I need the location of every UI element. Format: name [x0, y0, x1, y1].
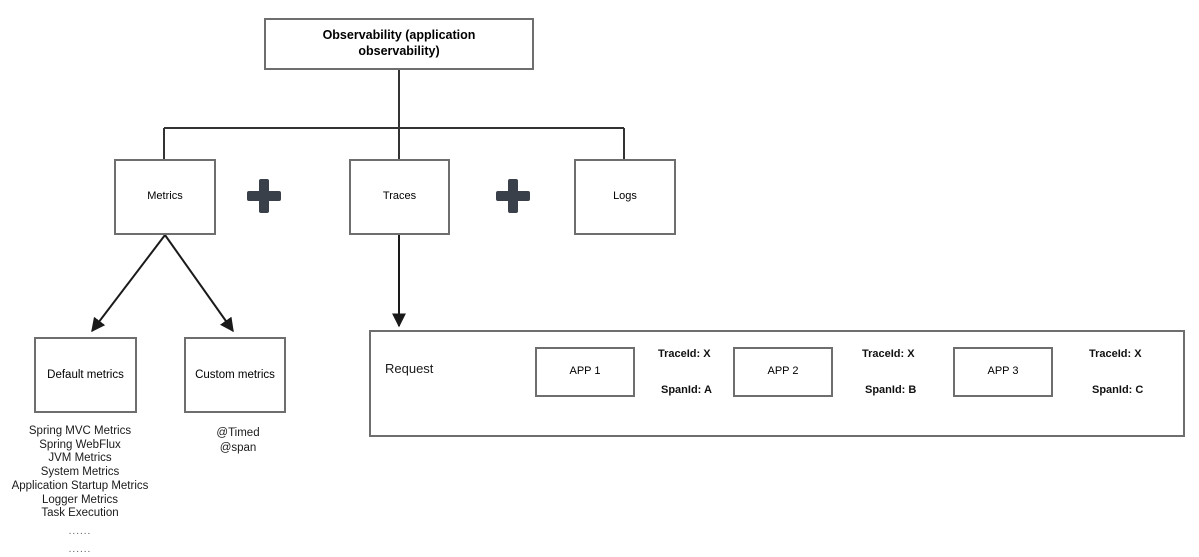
node-default-metrics-label: Default metrics [47, 368, 124, 381]
node-metrics-label: Metrics [147, 190, 183, 203]
node-observability-root-label: Observability (application observability… [322, 28, 476, 58]
hop-3-trace-id: TraceId: X [1089, 348, 1142, 360]
list-item: Application Startup Metrics [11, 479, 149, 492]
list-item: ...... [68, 525, 92, 537]
node-logs-label: Logs [613, 190, 637, 203]
node-app-1-label: APP 1 [569, 365, 601, 378]
node-app-2[interactable]: APP 2 [733, 347, 833, 397]
hop-2-trace-id: TraceId: X [862, 348, 915, 360]
list-item: Logger Metrics [41, 493, 119, 506]
node-metrics[interactable]: Metrics [114, 159, 216, 235]
list-item: System Metrics [40, 466, 120, 479]
node-default-metrics[interactable]: Default metrics [34, 337, 137, 413]
list-item: Spring MVC Metrics [28, 425, 132, 437]
list-item: JVM Metrics [48, 452, 112, 465]
node-traces[interactable]: Traces [349, 159, 450, 235]
list-item: @Timed [216, 427, 260, 439]
node-observability-root[interactable]: Observability (application observability… [264, 18, 534, 70]
custom-metrics-annotation-list: @Timed @span [178, 426, 298, 455]
node-custom-metrics[interactable]: Custom metrics [184, 337, 286, 413]
node-custom-metrics-label: Custom metrics [195, 368, 275, 381]
list-item: Spring WebFlux [39, 438, 121, 451]
node-app-3-label: APP 3 [987, 365, 1019, 378]
hop-1-trace-id: TraceId: X [658, 348, 711, 360]
list-item: Task Execution [41, 507, 119, 520]
node-app-2-label: APP 2 [767, 365, 799, 378]
hop-3-span-id: SpanId: C [1092, 384, 1144, 396]
hop-1-span-id: SpanId: A [661, 384, 712, 396]
plus-icon [496, 179, 530, 213]
request-label: Request [385, 361, 434, 376]
list-item: @span [219, 441, 257, 454]
list-item: ...... [68, 543, 92, 555]
node-app-3[interactable]: APP 3 [953, 347, 1053, 397]
edge-metrics-to-custom [164, 234, 234, 333]
node-app-1[interactable]: APP 1 [535, 347, 635, 397]
edge-metrics-to-default [91, 234, 166, 333]
plus-icon [247, 179, 281, 213]
hop-2-span-id: SpanId: B [865, 384, 917, 396]
node-traces-label: Traces [382, 190, 417, 203]
node-logs[interactable]: Logs [574, 159, 676, 235]
